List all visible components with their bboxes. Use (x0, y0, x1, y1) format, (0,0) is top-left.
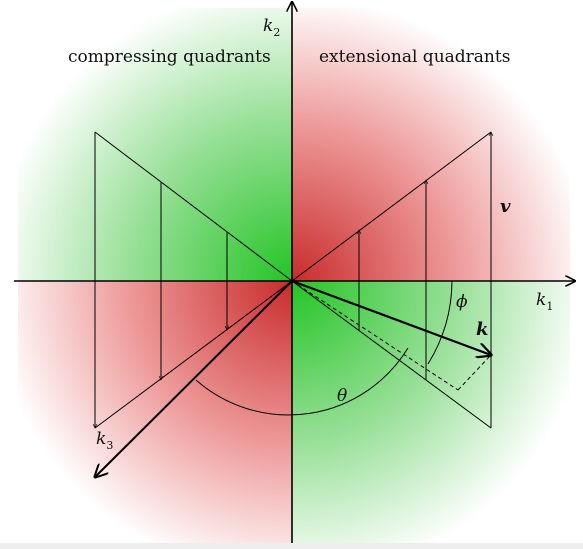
angle-phi-arc (427, 280, 453, 365)
velocity-v-label: v (500, 196, 511, 217)
quadrant-extensional-bottom-left (18, 281, 292, 543)
k-projection-dashed (291, 280, 492, 391)
k3-axis-label: k3 (96, 429, 113, 452)
wavevector-k (291, 279, 491, 355)
quadrant-compressing-bottom-right (292, 281, 570, 543)
compressing-quadrants-label: compressing quadrants (68, 47, 271, 67)
angle-phi-label: ϕ (456, 292, 468, 312)
angle-theta-label: θ (337, 386, 347, 406)
angle-theta-arc (195, 347, 409, 416)
wavevector-k-label: k (476, 319, 488, 340)
k3-axis (95, 280, 293, 477)
k2-axis-label: k2 (263, 16, 280, 39)
quadrant-compressing-top-left (18, 8, 292, 281)
extensional-quadrants-label: extensional quadrants (319, 47, 510, 67)
velocity-profile-left (95, 131, 293, 428)
quadrant-extensional-top-right (292, 8, 570, 281)
bottom-border (0, 543, 583, 549)
velocity-profile-right (291, 132, 491, 429)
k1-axis-label: k1 (536, 290, 553, 313)
